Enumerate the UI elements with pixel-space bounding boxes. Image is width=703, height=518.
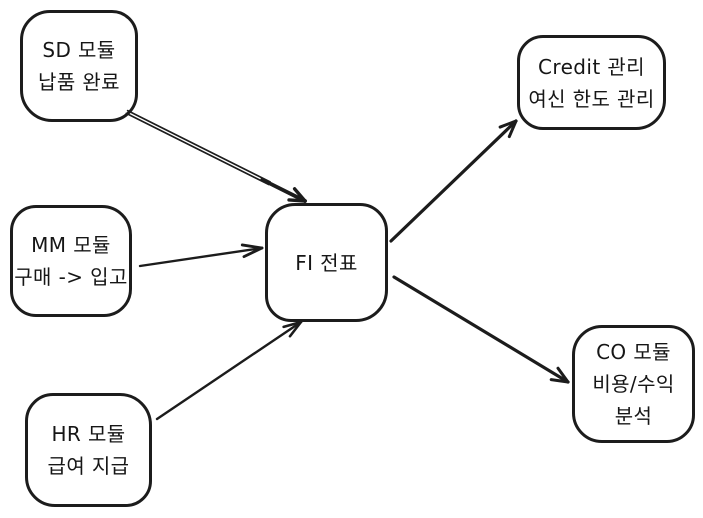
node-label-line: FI 전표 bbox=[295, 250, 358, 275]
node-fi-document: FI 전표 bbox=[265, 203, 388, 322]
node-label-line: 여신 한도 관리 bbox=[528, 86, 655, 111]
node-label-line: MM 모듈 bbox=[31, 233, 111, 257]
node-mm-module: MM 모듈 구매 -> 입고 bbox=[10, 205, 132, 317]
node-label-line: SD 모듈 bbox=[42, 38, 116, 62]
arrow-mm-to-fi bbox=[138, 243, 264, 268]
arrow-fi-to-co bbox=[392, 275, 570, 384]
node-label-line: HR 모듈 bbox=[51, 422, 126, 446]
arrow-fi-to-credit bbox=[389, 119, 518, 243]
node-label-line: CO 모듈 bbox=[596, 340, 671, 364]
arrow-hr-to-fi bbox=[155, 320, 303, 421]
node-label-line: 비용/수익 bbox=[592, 372, 675, 396]
node-hr-module: HR 모듈 급여 지급 bbox=[25, 393, 152, 507]
node-label-line: 납품 완료 bbox=[38, 70, 120, 94]
node-credit-management: Credit 관리 여신 한도 관리 bbox=[517, 35, 666, 130]
node-sd-module: SD 모듈 납품 완료 bbox=[20, 10, 138, 122]
node-label-line: Credit 관리 bbox=[538, 54, 645, 79]
node-co-module: CO 모듈 비용/수익 분석 bbox=[572, 325, 695, 443]
node-label-line: 구매 -> 입고 bbox=[14, 265, 128, 289]
node-label-line: 분석 bbox=[614, 404, 653, 428]
node-label-line: 급여 지급 bbox=[47, 454, 130, 478]
arrow-sd-to-fi bbox=[125, 109, 307, 203]
